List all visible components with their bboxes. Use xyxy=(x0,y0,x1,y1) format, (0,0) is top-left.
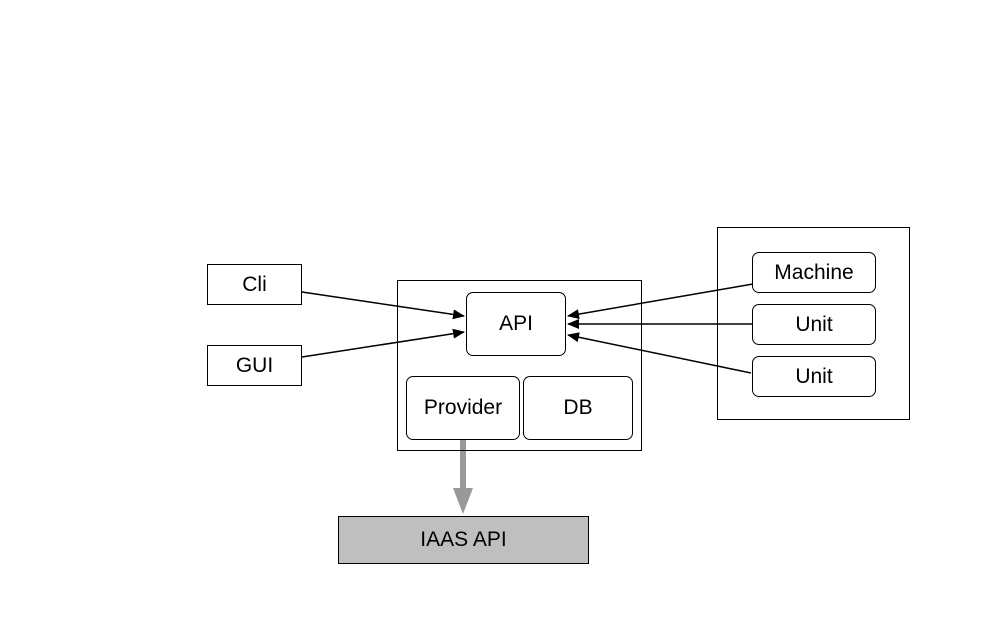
unit-node: Unit xyxy=(752,304,876,345)
server-container xyxy=(397,280,642,451)
iaas-api-node: IAAS API xyxy=(338,516,589,564)
cli-node: Cli xyxy=(207,264,302,305)
unit-label: Unit xyxy=(795,312,833,336)
provider-label: Provider xyxy=(423,396,503,419)
edge-provider-to-iaas-api xyxy=(453,440,473,514)
unit-label: Unit xyxy=(795,364,833,388)
provider-node: Provider xyxy=(406,376,520,440)
db-node: DB xyxy=(523,376,633,440)
api-label: API xyxy=(499,312,533,335)
cli-label: Cli xyxy=(242,272,267,296)
agents-container xyxy=(717,227,910,420)
api-node: API xyxy=(466,292,566,356)
iaas-api-label: IAAS API xyxy=(420,528,507,551)
machine-label: Machine xyxy=(774,260,854,284)
unit-node: Unit xyxy=(752,356,876,397)
db-label: DB xyxy=(563,396,593,419)
gui-node: GUI xyxy=(207,345,302,386)
gui-label: GUI xyxy=(235,353,274,377)
machine-node: Machine xyxy=(752,252,876,293)
